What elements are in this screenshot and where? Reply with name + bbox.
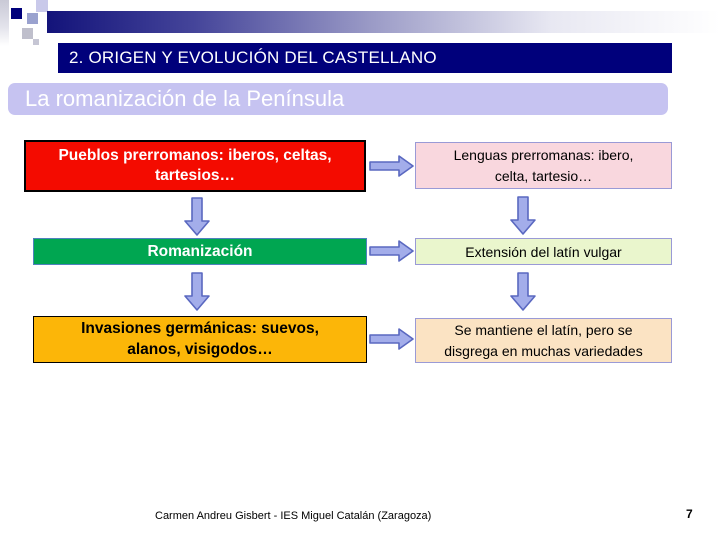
pixel-decoration-square xyxy=(36,0,48,12)
box-romanizacion-text: Romanización xyxy=(147,242,253,260)
slide-subtitle-text: La romanización de la Península xyxy=(25,86,345,111)
arrow-down-icon xyxy=(510,272,536,311)
slide-subtitle: La romanización de la Península xyxy=(8,83,668,115)
box-lenguas-prerromanas-text: Lenguas prerromanas: ibero, celta, tarte… xyxy=(453,147,634,184)
box-pueblos-prerromanos-text: Pueblos prerromanos: iberos, celtas, tar… xyxy=(58,146,332,184)
box-extension-latin-vulgar: Extensión del latín vulgar xyxy=(415,238,672,265)
box-latin-disgregado: Se mantiene el latín, pero se disgrega e… xyxy=(415,318,672,363)
box-invasiones-germanicas: Invasiones germánicas: suevos, alanos, v… xyxy=(33,316,367,363)
top-gradient-band xyxy=(47,11,720,33)
arrow-down-icon xyxy=(510,196,536,235)
box-romanizacion: Romanización xyxy=(33,238,367,265)
box-lenguas-prerromanas: Lenguas prerromanas: ibero, celta, tarte… xyxy=(415,142,672,189)
slide-title: 2. ORIGEN Y EVOLUCIÓN DEL CASTELLANO xyxy=(58,43,672,73)
arrow-down-icon xyxy=(184,197,210,236)
arrow-right-icon xyxy=(369,155,414,177)
arrow-right-icon xyxy=(369,240,414,262)
slide-title-text: 2. ORIGEN Y EVOLUCIÓN DEL CASTELLANO xyxy=(69,48,437,67)
pixel-decoration-square xyxy=(33,39,39,45)
footer-author: Carmen Andreu Gisbert - IES Miguel Catal… xyxy=(155,510,432,522)
pixel-decoration-square xyxy=(27,13,38,24)
pixel-decoration-square xyxy=(22,28,33,39)
box-latin-disgregado-text: Se mantiene el latín, pero se disgrega e… xyxy=(444,322,643,359)
box-extension-latin-vulgar-text: Extensión del latín vulgar xyxy=(465,243,622,260)
box-invasiones-germanicas-text: Invasiones germánicas: suevos, alanos, v… xyxy=(81,320,319,358)
box-pueblos-prerromanos: Pueblos prerromanos: iberos, celtas, tar… xyxy=(24,140,366,192)
pixel-decoration-square xyxy=(11,8,22,19)
arrow-right-icon xyxy=(369,328,414,350)
page-number: 7 xyxy=(686,507,693,521)
pixel-decoration-strip xyxy=(0,0,9,46)
arrow-down-icon xyxy=(184,272,210,311)
